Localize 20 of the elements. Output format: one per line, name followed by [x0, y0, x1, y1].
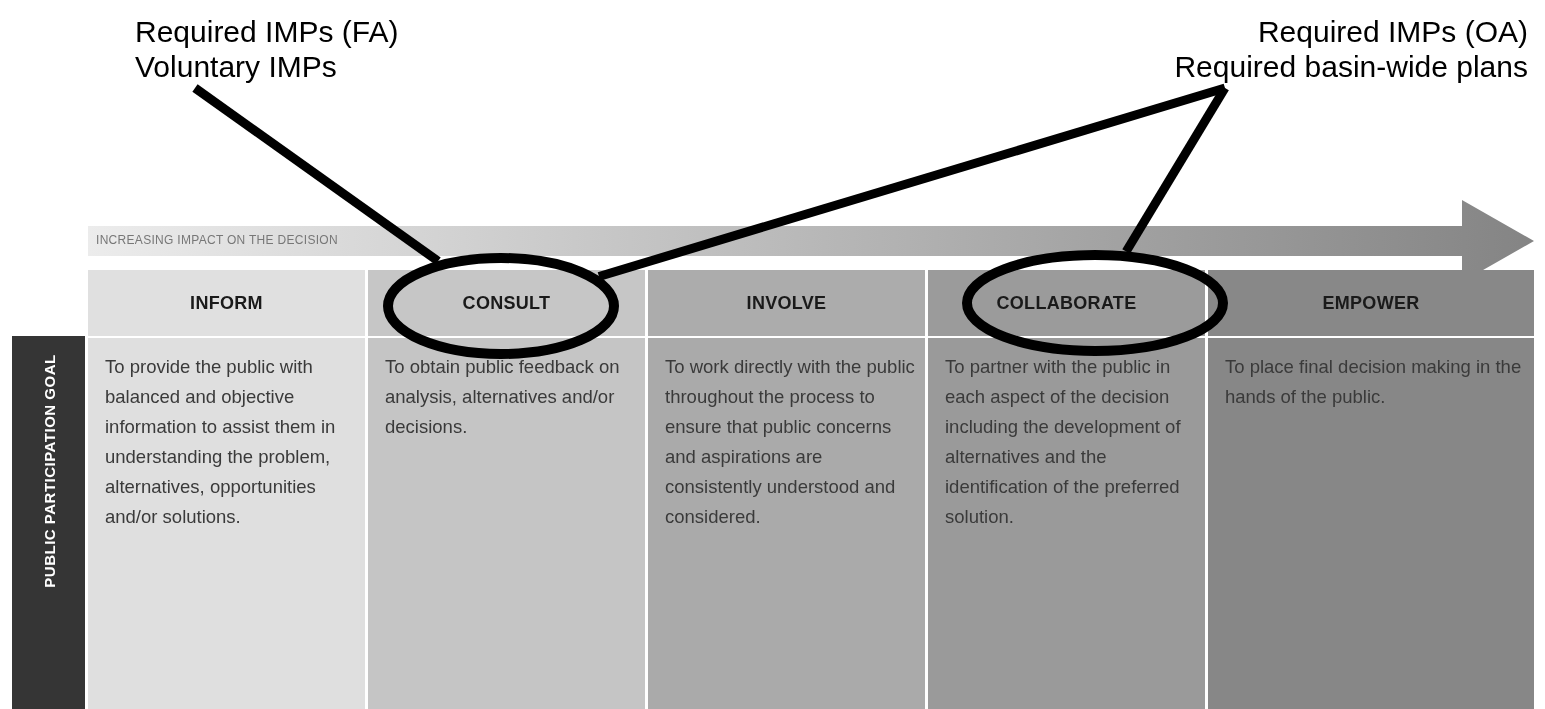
cell-text: To place final decision making in the hands of the public.: [1225, 355, 1523, 409]
row-label-band: [12, 336, 85, 709]
row-label: PUBLIC PARTICIPATION GOAL: [40, 354, 57, 588]
cell-text: To provide the public with balanced and objective information to assist them in understanding the problem, alternatives, opportunities and/or solutions.: [105, 355, 337, 529]
annotation-text: Required IMPs (FA): [135, 14, 400, 49]
header-cell: EMPOWER: [1208, 270, 1534, 336]
header-cell: COLLABORATE: [928, 270, 1205, 336]
arrow-label: INCREASING IMPACT ON THE DECISION: [96, 233, 338, 247]
annotation-text: Required IMPs (OA): [1256, 14, 1528, 49]
header-cell: INVOLVE: [648, 270, 925, 336]
highlight-ellipse: [962, 250, 1228, 356]
header-cell: INFORM: [88, 270, 365, 336]
cell-text: To partner with the public in each aspect of the decision including the development of alternatives and the identification of the preferred solution.: [945, 355, 1182, 529]
highlight-ellipse: [383, 253, 619, 359]
cell-text: To obtain public feedback on analysis, alternatives and/or decisions.: [385, 355, 621, 439]
annotation-text: Required basin-wide plans: [1173, 49, 1528, 84]
cell-text: To work directly with the public throughout the process to ensure that public concerns and aspirations are consistently understood and considered.: [665, 355, 915, 529]
leader-line: [192, 84, 441, 265]
annotation-text: Voluntary IMPs: [135, 49, 338, 84]
leader-line: [597, 83, 1227, 281]
